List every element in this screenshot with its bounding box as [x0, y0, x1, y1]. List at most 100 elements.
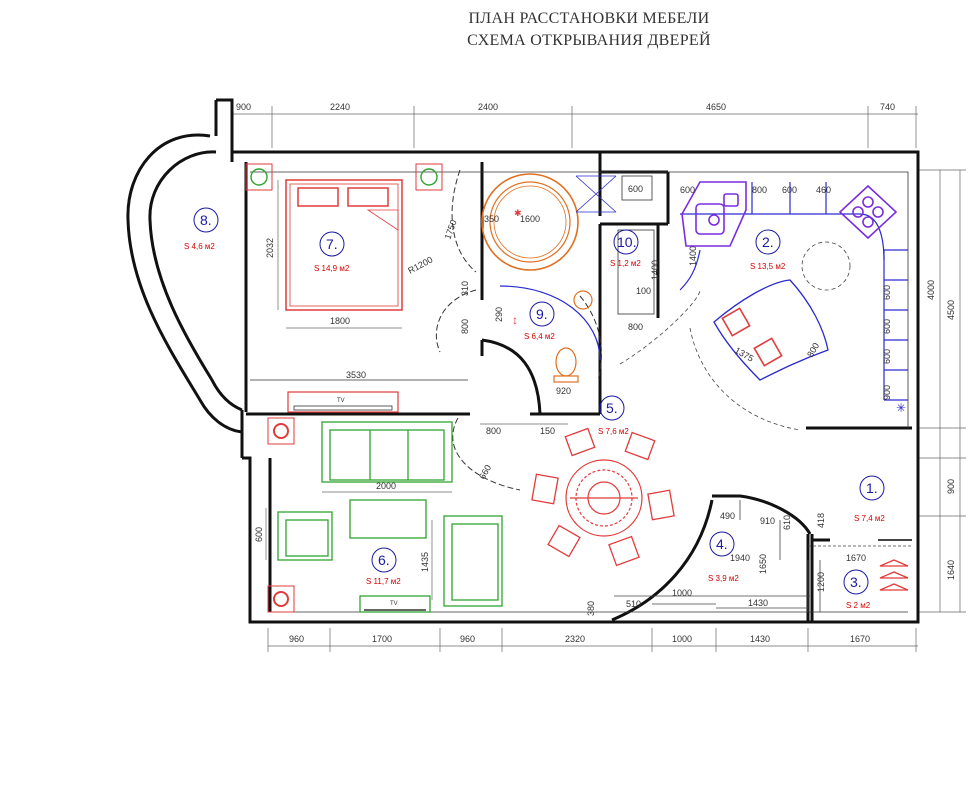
- svg-text:6.: 6.: [378, 552, 390, 568]
- hall-details: [614, 500, 912, 612]
- svg-text:3.: 3.: [850, 574, 862, 590]
- bed-height-dim: 2032: [265, 238, 275, 258]
- arrow-icon: ↕: [512, 313, 518, 327]
- kitchen-cabinets: [679, 182, 908, 401]
- dim-top-1: 900: [236, 102, 251, 112]
- living-armchair-right: [443, 515, 503, 607]
- bath-dim-920: 920: [556, 386, 571, 396]
- bath-dim-290: 290: [494, 307, 504, 322]
- hall-dim-380: 380: [586, 601, 596, 616]
- svg-text:S 3,9 м2: S 3,9 м2: [708, 574, 739, 583]
- kitchen-dim-900: 900: [882, 385, 892, 400]
- dim-150: 150: [540, 426, 555, 436]
- dim-bottom-7: 1670: [850, 634, 870, 644]
- bath-dim-350: 350: [484, 214, 499, 224]
- svg-text:7.: 7.: [326, 236, 338, 252]
- dim-100: 100: [636, 286, 651, 296]
- coat-hangers-icon: [879, 559, 909, 591]
- bath-wall-curve: [499, 285, 601, 361]
- walls: [126, 98, 920, 624]
- dim-bottom-1: 960: [289, 634, 304, 644]
- living-coffee-table: [349, 499, 427, 539]
- tap-icon: ✱: [514, 208, 522, 218]
- bath-dim-1600: 1600: [520, 214, 540, 224]
- dimension-lines-top: [231, 106, 918, 148]
- living-dim-660: 660: [477, 463, 493, 481]
- dim-top-3: 2400: [478, 102, 498, 112]
- svg-text:2.: 2.: [762, 234, 774, 250]
- svg-text:S 7,6 м2: S 7,6 м2: [598, 427, 629, 436]
- living-armchair-left: [277, 511, 333, 561]
- bed-dims: [277, 180, 402, 329]
- hall-dim-1000: 1000: [672, 588, 692, 598]
- room-8-marker: 8. S 4,6 м2: [184, 207, 219, 251]
- svg-text:4.: 4.: [716, 536, 728, 552]
- hall-dim-490: 490: [720, 511, 735, 521]
- hall-dim-1430: 1430: [748, 598, 768, 608]
- dim-right-4: 1640: [946, 560, 956, 580]
- svg-text:S 4,6 м2: S 4,6 м2: [184, 242, 215, 251]
- room-1-marker: 1. S 7,4 м2: [854, 475, 885, 523]
- room-10-marker: 10. S 1,2 м2: [610, 229, 641, 268]
- bath-dim-1750: 1750: [442, 218, 458, 240]
- hall-dim-510: 510: [626, 599, 641, 609]
- hall-dim-418: 418: [816, 513, 826, 528]
- living-tv-unit: [359, 595, 431, 613]
- dim-top-5: 740: [880, 102, 895, 112]
- dining-chairs: [531, 427, 675, 567]
- kitchen-island: [713, 279, 829, 381]
- living-sofa: [321, 421, 453, 483]
- room-9-marker: 9. S 6,4 м2: [524, 301, 555, 341]
- bathroom-fixtures: [553, 290, 593, 383]
- room-2-marker: 2. S 13,5 м2: [750, 229, 786, 271]
- kitchen-dim-600-d: 600: [882, 319, 892, 334]
- dimension-lines-bottom: [267, 628, 918, 652]
- kitchen-dim-600-e: 600: [882, 349, 892, 364]
- svg-text:8.: 8.: [200, 212, 212, 228]
- bath-door-arcs: [435, 169, 602, 491]
- bath-dim-800: 800: [460, 319, 470, 334]
- svg-text:S 2 м2: S 2 м2: [846, 601, 871, 610]
- living-dim-600: 600: [254, 527, 264, 542]
- bed: [285, 179, 403, 311]
- hall-dim-1200: 1200: [816, 572, 826, 592]
- hall-dim-610: 610: [782, 515, 792, 530]
- dim-1400-room10: 1400: [650, 260, 660, 280]
- dim-bottom-2: 1700: [372, 634, 392, 644]
- kitchen-sink: [681, 181, 747, 247]
- kitchen-star-icon: ✳: [896, 401, 906, 415]
- room-6-marker: 6. S 11,7 м2: [366, 547, 401, 586]
- kitchen-dim-600-c: 600: [882, 285, 892, 300]
- room-7-marker: 7. S 14,9 м2: [314, 231, 350, 273]
- tv-label-living: TV: [390, 601, 398, 607]
- kitchen-cooktop: [838, 184, 898, 240]
- kitchen-dim-800: 800: [752, 185, 767, 195]
- svg-text:10.: 10.: [617, 234, 636, 250]
- dim-bottom-3: 960: [460, 634, 475, 644]
- dim-top-2: 2240: [330, 102, 350, 112]
- dim-top-4: 4650: [706, 102, 726, 112]
- kitchen-dim-600-b: 600: [680, 185, 695, 195]
- hall-dim-1670: 1670: [846, 553, 866, 563]
- living-dim-1435: 1435: [420, 552, 430, 572]
- plan-title-line2: СХЕМА ОТКРЫВАНИЯ ДВЕРЕЙ: [467, 32, 711, 49]
- kitchen-dim-460: 460: [816, 185, 831, 195]
- dim-bottom-6: 1430: [750, 634, 770, 644]
- kitchen-dim-1375: 1375: [733, 345, 755, 364]
- dim-600-closet: 600: [628, 184, 643, 194]
- bath-dim-310: 310: [460, 281, 470, 296]
- dim-right-2: 4500: [946, 300, 956, 320]
- svg-text:1.: 1.: [866, 480, 878, 496]
- tv-label-bedroom: TV: [337, 398, 345, 404]
- dim-bottom-5: 1000: [672, 634, 692, 644]
- svg-text:S 11,7 м2: S 11,7 м2: [366, 577, 401, 586]
- svg-text:S 7,4 м2: S 7,4 м2: [854, 514, 885, 523]
- hall-dim-1650: 1650: [758, 554, 768, 574]
- svg-text:S 1,2 м2: S 1,2 м2: [610, 259, 641, 268]
- kitchen-dim-800-b: 800: [805, 341, 821, 359]
- svg-text:S 6,4 м2: S 6,4 м2: [524, 332, 555, 341]
- bathtub: [481, 173, 579, 271]
- dim-right-3: 900: [946, 479, 956, 494]
- room-5-marker: 5. S 7,6 м2: [598, 395, 629, 436]
